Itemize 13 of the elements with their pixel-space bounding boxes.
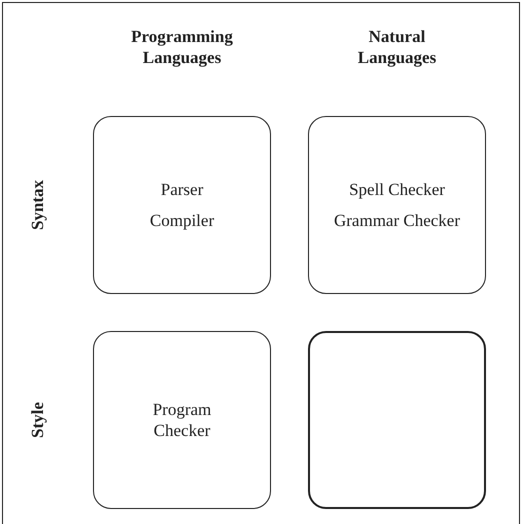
category-box [93,116,271,294]
category-box [308,116,486,294]
category-box [308,331,486,509]
box-text: Compiler [150,210,214,231]
column-header: Natural Languages [356,26,438,68]
row-header: Syntax [28,180,48,230]
box-text: Grammar Checker [334,210,460,231]
box-text: Program Checker [152,399,212,441]
category-box [93,331,271,509]
column-header: Programming Languages [130,26,234,68]
box-text: Parser [160,179,204,200]
row-header: Style [28,402,48,438]
box-text: Spell Checker [349,179,445,200]
